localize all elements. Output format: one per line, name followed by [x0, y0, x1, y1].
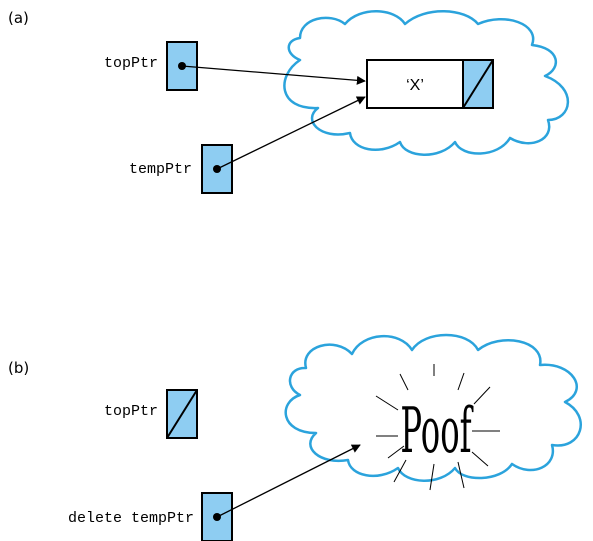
stack-node: ‘X’	[366, 59, 494, 109]
top-ptr-null-slash-b	[166, 389, 198, 439]
node-item-value: ‘X’	[406, 77, 424, 94]
temp-ptr-label-a: tempPtr	[129, 161, 192, 178]
panel-b-label: (b)	[8, 359, 29, 377]
temp-ptr-arrow-a	[216, 96, 366, 170]
heap-cloud-a	[283, 10, 570, 156]
temp-ptr-arrow-b	[216, 444, 361, 518]
panel-a-label: (a)	[8, 9, 29, 27]
poof-burst-lines	[375, 364, 500, 491]
poof-text: Poof	[400, 394, 473, 467]
heap-cloud-b	[284, 333, 582, 482]
panel-b: (b) Poof topPtr delete tempPtr	[8, 333, 582, 541]
panel-a: (a) ‘X’ topPtr tempPtr	[8, 9, 570, 194]
delete-temp-ptr-label: delete tempPtr	[68, 510, 194, 527]
null-slash	[462, 59, 494, 109]
top-ptr-arrow-a	[181, 65, 366, 85]
top-ptr-label-b: topPtr	[104, 403, 158, 420]
top-ptr-label-a: topPtr	[104, 55, 158, 72]
